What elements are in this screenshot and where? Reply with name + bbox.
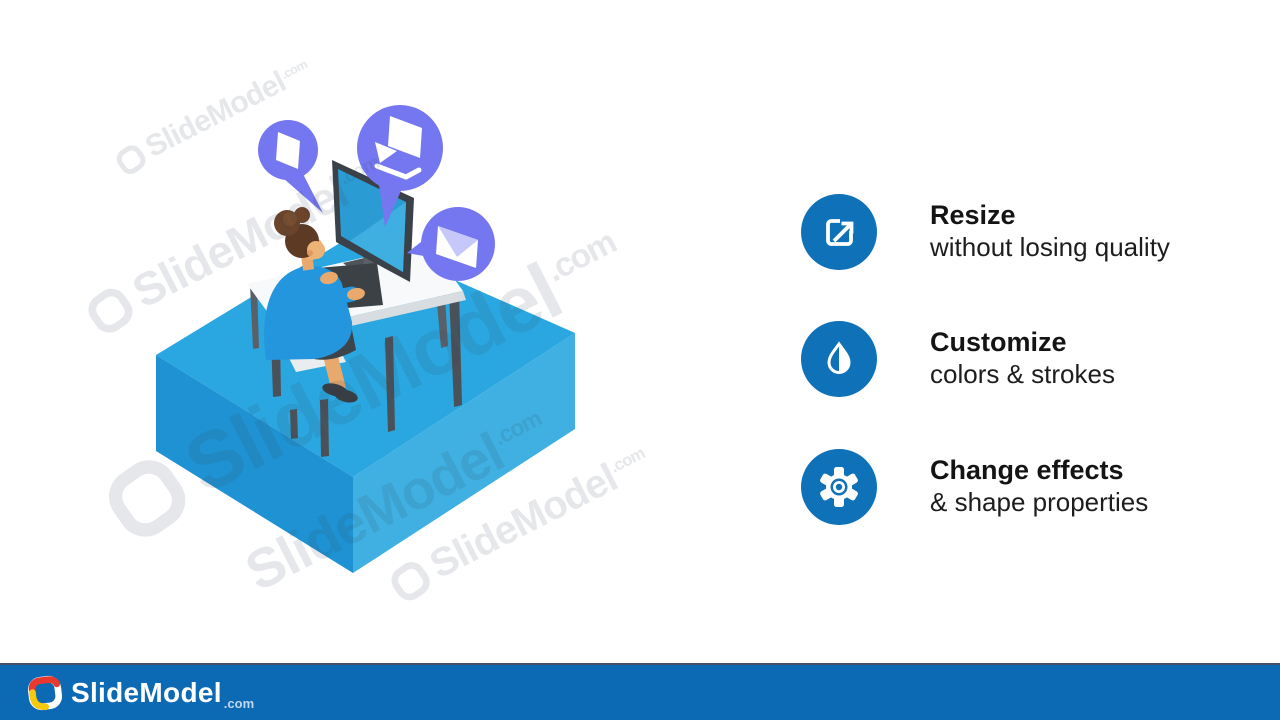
gear-icon	[801, 449, 877, 525]
feature-subtitle: colors & strokes	[930, 359, 1115, 389]
footer-brand-text: SlideModel	[71, 676, 222, 708]
feature-title: Customize	[930, 327, 1067, 357]
feature-title: Resize	[930, 200, 1016, 230]
slidemodel-ring-icon	[27, 675, 63, 710]
person	[264, 207, 365, 403]
document-icon	[276, 132, 300, 169]
footer-bar: SlideModel .com	[0, 663, 1280, 720]
bubble-download	[357, 105, 443, 227]
feature-resize: Resize without losing quality	[801, 194, 1241, 274]
resize-icon	[801, 194, 877, 270]
bubble-document	[258, 120, 323, 213]
feature-customize: Customize colors & strokes	[801, 321, 1241, 401]
feature-change-effects: Change effects & shape properties	[801, 449, 1241, 529]
footer-tld-text: .com	[223, 695, 255, 711]
watermark-tld: .com	[606, 443, 648, 477]
email-icon	[436, 226, 478, 268]
feature-subtitle: without losing quality	[930, 232, 1170, 262]
download-icon	[374, 116, 422, 180]
feature-title: Change effects	[930, 455, 1124, 485]
workstation-illustration	[156, 105, 575, 573]
feature-subtitle: & shape properties	[930, 487, 1149, 517]
slidemodel-logo: SlideModel .com	[26, 674, 254, 712]
bubble-email	[407, 207, 495, 281]
droplet-icon	[801, 321, 877, 397]
